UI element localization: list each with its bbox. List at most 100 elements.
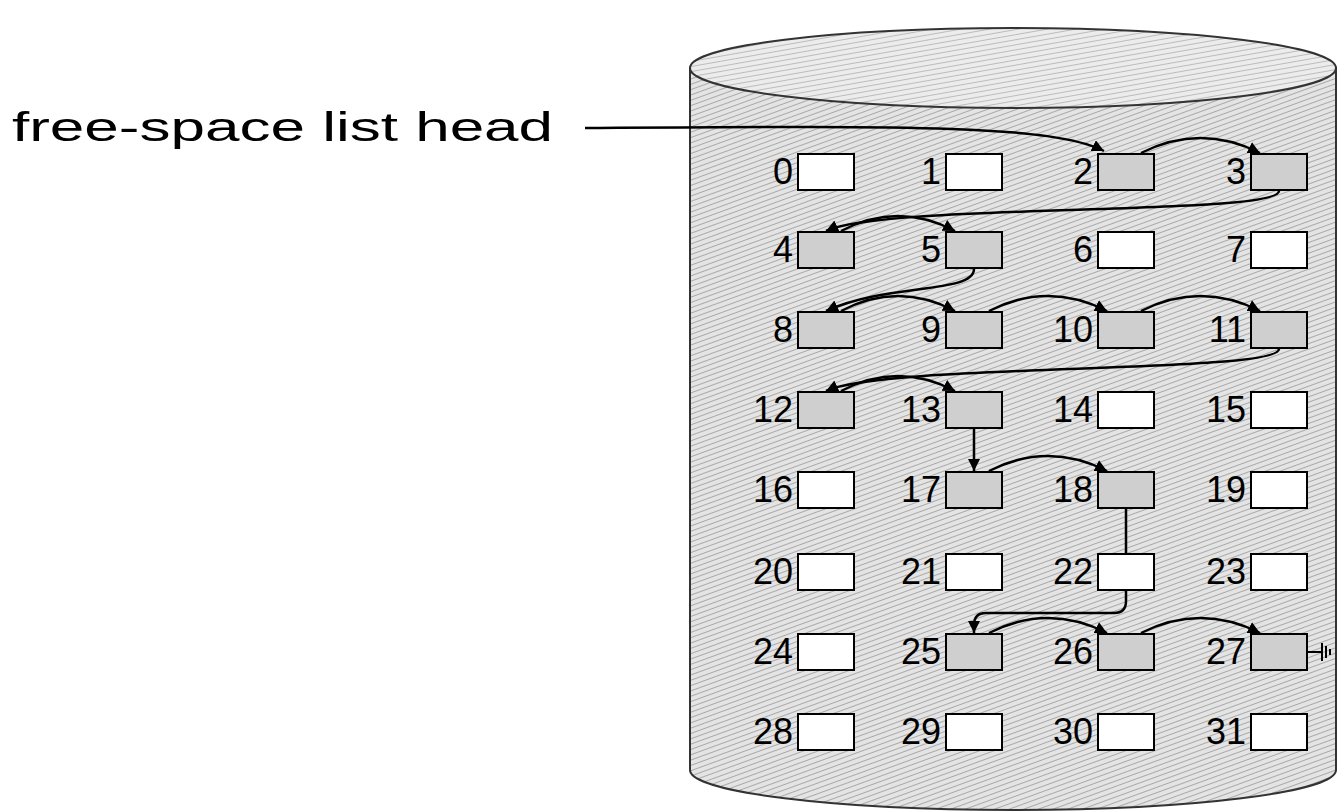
free-list-link bbox=[826, 269, 974, 311]
block-number: 15 bbox=[1182, 391, 1250, 429]
block-number: 12 bbox=[729, 391, 797, 429]
block-number: 8 bbox=[729, 311, 797, 349]
block-square bbox=[945, 713, 1003, 751]
block-number: 6 bbox=[1029, 231, 1097, 269]
free-list-link bbox=[841, 216, 955, 231]
disk-block: 19 bbox=[1182, 471, 1308, 509]
block-number: 16 bbox=[729, 471, 797, 509]
free-list-link bbox=[826, 191, 1279, 231]
block-square bbox=[945, 153, 1003, 191]
free-block-square bbox=[945, 311, 1003, 349]
cylinder-top bbox=[690, 28, 1336, 108]
block-number: 20 bbox=[729, 553, 797, 591]
block-square bbox=[1097, 713, 1155, 751]
block-number: 10 bbox=[1029, 311, 1097, 349]
block-number: 5 bbox=[877, 231, 945, 269]
block-number: 17 bbox=[877, 471, 945, 509]
block-number: 13 bbox=[877, 391, 945, 429]
block-number: 2 bbox=[1029, 153, 1097, 191]
disk-block: 18 bbox=[1029, 471, 1155, 509]
block-number: 21 bbox=[877, 553, 945, 591]
block-number: 1 bbox=[877, 153, 945, 191]
free-block-square bbox=[797, 231, 855, 269]
free-list-link bbox=[989, 618, 1107, 633]
cylinder-body bbox=[690, 68, 1336, 810]
block-number: 4 bbox=[729, 231, 797, 269]
block-number: 14 bbox=[1029, 391, 1097, 429]
block-number: 27 bbox=[1182, 633, 1250, 671]
disk-block: 29 bbox=[877, 713, 1003, 751]
block-number: 30 bbox=[1029, 713, 1097, 751]
block-square bbox=[1250, 391, 1308, 429]
disk-block: 13 bbox=[877, 391, 1003, 429]
block-square bbox=[1097, 391, 1155, 429]
disk-block: 5 bbox=[877, 231, 1003, 269]
free-list-link bbox=[1141, 296, 1260, 311]
free-block-square bbox=[797, 391, 855, 429]
block-square bbox=[1097, 553, 1155, 591]
block-number: 23 bbox=[1182, 553, 1250, 591]
disk-block: 0 bbox=[729, 153, 855, 191]
null-terminator bbox=[1308, 643, 1330, 661]
block-number: 22 bbox=[1029, 553, 1097, 591]
block-number: 25 bbox=[877, 633, 945, 671]
disk-block: 25 bbox=[877, 633, 1003, 671]
free-list-link bbox=[973, 429, 976, 471]
block-number: 11 bbox=[1182, 311, 1250, 349]
free-block-square bbox=[797, 311, 855, 349]
block-number: 3 bbox=[1182, 153, 1250, 191]
disk-block: 8 bbox=[729, 311, 855, 349]
disk-block: 22 bbox=[1029, 553, 1155, 591]
list-head-pointer bbox=[585, 127, 1104, 151]
block-square bbox=[945, 553, 1003, 591]
free-list-link bbox=[826, 349, 1279, 391]
block-number: 9 bbox=[877, 311, 945, 349]
disk-block: 14 bbox=[1029, 391, 1155, 429]
disk-block: 30 bbox=[1029, 713, 1155, 751]
block-square bbox=[1097, 231, 1155, 269]
free-block-square bbox=[945, 231, 1003, 269]
disk-block: 28 bbox=[729, 713, 855, 751]
disk-block: 10 bbox=[1029, 311, 1155, 349]
free-block-square bbox=[1097, 153, 1155, 191]
block-number: 26 bbox=[1029, 633, 1097, 671]
free-block-square bbox=[1250, 633, 1308, 671]
disk-block: 23 bbox=[1182, 553, 1308, 591]
block-square bbox=[797, 471, 855, 509]
free-block-square bbox=[945, 633, 1003, 671]
disk-block: 21 bbox=[877, 553, 1003, 591]
block-square bbox=[797, 713, 855, 751]
disk-block: 27 bbox=[1182, 633, 1308, 671]
block-square bbox=[797, 153, 855, 191]
free-block-square bbox=[945, 471, 1003, 509]
free-block-square bbox=[1250, 311, 1308, 349]
free-list-link bbox=[841, 296, 955, 311]
block-square bbox=[1250, 231, 1308, 269]
pointer-label: free-space list head bbox=[12, 104, 553, 150]
disk-block: 26 bbox=[1029, 633, 1155, 671]
block-number: 28 bbox=[729, 713, 797, 751]
free-block-square bbox=[1250, 153, 1308, 191]
disk-block: 15 bbox=[1182, 391, 1308, 429]
disk-block: 17 bbox=[877, 471, 1003, 509]
free-list-link bbox=[989, 456, 1107, 471]
block-square bbox=[797, 553, 855, 591]
free-list-link bbox=[1141, 138, 1260, 153]
free-list-link bbox=[989, 296, 1107, 311]
disk-block: 2 bbox=[1029, 153, 1155, 191]
disk-block: 3 bbox=[1182, 153, 1308, 191]
free-block-square bbox=[1097, 633, 1155, 671]
disk-block: 7 bbox=[1182, 231, 1308, 269]
block-square bbox=[1250, 713, 1308, 751]
free-block-square bbox=[945, 391, 1003, 429]
disk-block: 12 bbox=[729, 391, 855, 429]
block-number: 31 bbox=[1182, 713, 1250, 751]
disk-block: 31 bbox=[1182, 713, 1308, 751]
block-number: 24 bbox=[729, 633, 797, 671]
free-list-link bbox=[1141, 618, 1260, 633]
disk-block: 16 bbox=[729, 471, 855, 509]
disk-block: 4 bbox=[729, 231, 855, 269]
block-square bbox=[1250, 553, 1308, 591]
disk-block: 20 bbox=[729, 553, 855, 591]
